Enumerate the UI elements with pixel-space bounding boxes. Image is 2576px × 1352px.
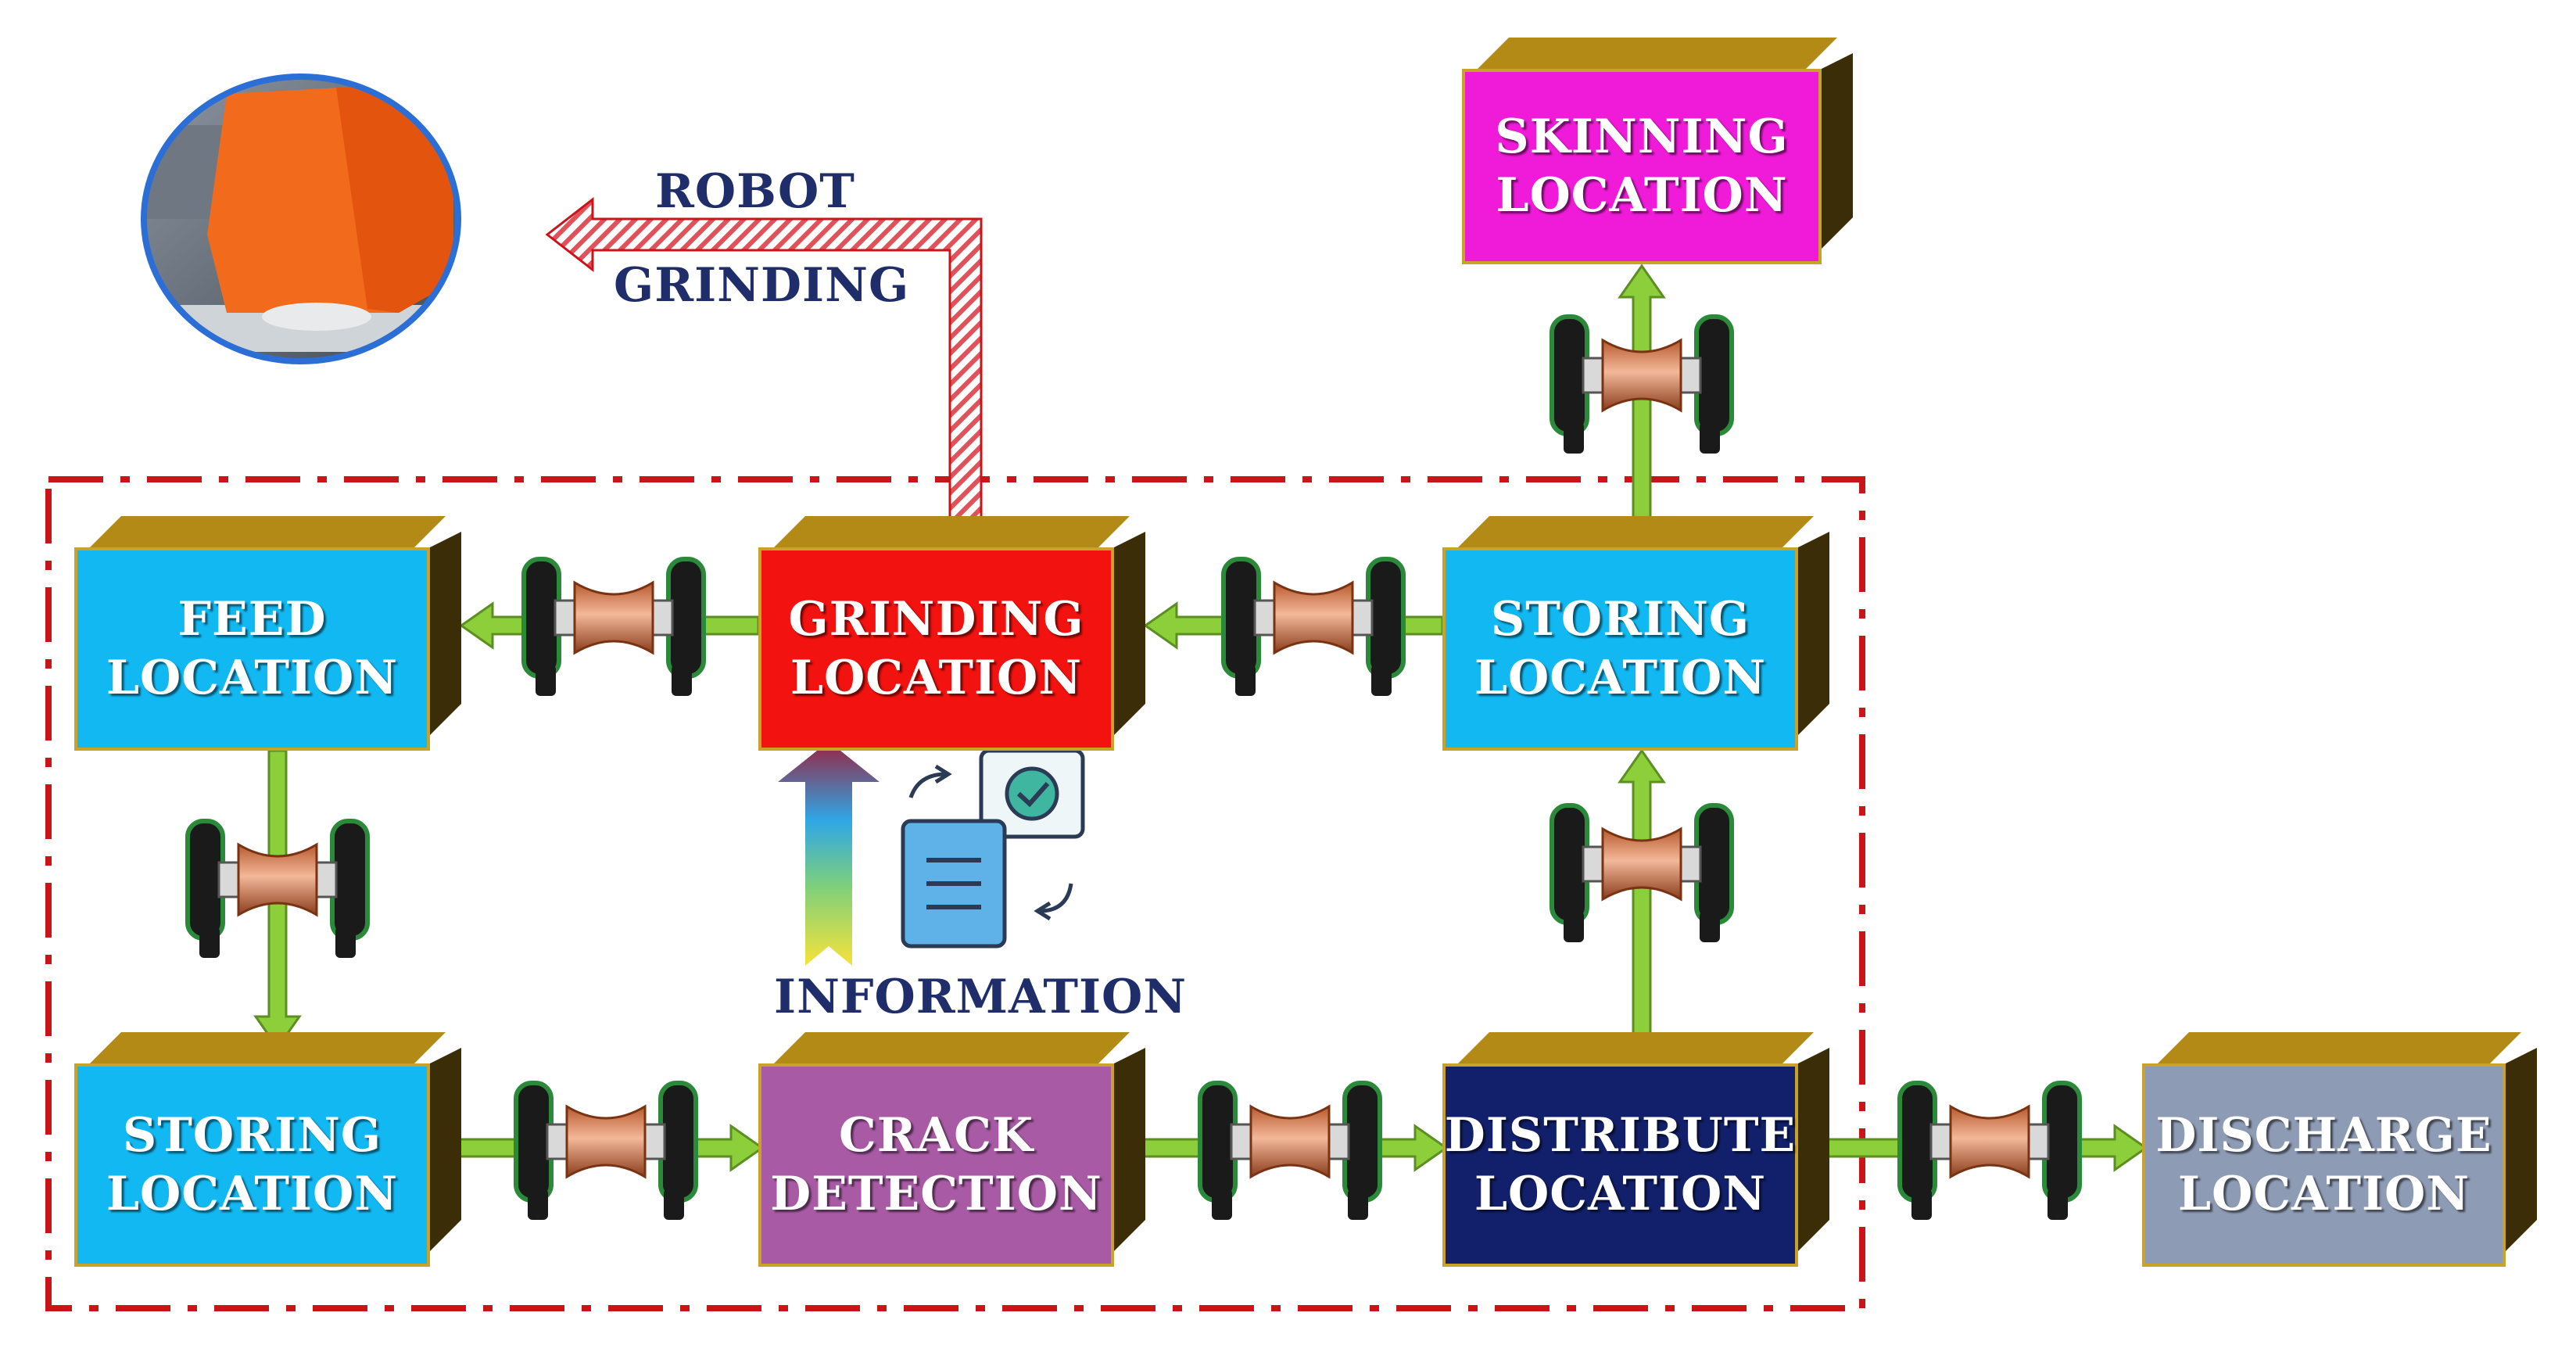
discharge-line1: DISCHARGE [2155, 1108, 2492, 1163]
skinning-line1: SKINNING [1495, 109, 1789, 164]
roller-conveyors [185, 314, 2082, 1220]
roller-conveyor-icon [1198, 1081, 1382, 1220]
grinding-line1: GRINDING [788, 592, 1084, 647]
storing-location-bottom-box: STORING LOCATION [74, 1032, 461, 1267]
grinding-line2: LOCATION [790, 651, 1083, 705]
roller-conveyor-icon [185, 819, 370, 958]
roller-conveyor-icon [1221, 557, 1406, 696]
storing-location-top-box: STORING LOCATION [1442, 516, 1829, 751]
robot-grinding-arrow [545, 196, 983, 533]
skinning-line2: LOCATION [1496, 168, 1788, 223]
feed-line2: LOCATION [106, 651, 399, 705]
roller-conveyor-icon [1550, 314, 1734, 454]
discharge-location-box: DISCHARGE LOCATION [2142, 1032, 2537, 1267]
distribute-location-box: DISTRIBUTE LOCATION [1442, 1032, 1829, 1267]
information-arrow [778, 741, 880, 966]
feed-line1: FEED [177, 592, 327, 647]
discharge-line2: LOCATION [2177, 1167, 2470, 1221]
storing-top-line2: LOCATION [1474, 651, 1767, 705]
arrow-distribute-to-storing [1618, 748, 1666, 1049]
roller-conveyor-icon [514, 1081, 698, 1220]
storing-top-line1: STORING [1490, 592, 1750, 647]
distribute-line2: LOCATION [1474, 1167, 1767, 1221]
roller-conveyor-icon [521, 557, 706, 696]
information-label: INFORMATION [774, 970, 1188, 1024]
grinding-label: GRINDING [614, 258, 910, 313]
distribute-line1: DISTRIBUTE [1444, 1108, 1797, 1163]
storing-bottom-line1: STORING [122, 1108, 382, 1163]
roller-conveyor-icon [1897, 1081, 2082, 1220]
roller-conveyor-icon [1550, 803, 1734, 942]
skinning-location-box: SKINNING LOCATION [1462, 38, 1853, 264]
robot-label: ROBOT [655, 164, 855, 219]
crack-line1: CRACK [838, 1108, 1034, 1163]
feed-location-box: FEED LOCATION [74, 516, 461, 751]
grinding-location-box: GRINDING LOCATION [758, 516, 1145, 751]
document-sync-icon [901, 748, 1085, 949]
storing-bottom-line2: LOCATION [106, 1167, 399, 1221]
crack-detection-box: CRACK DETECTION [758, 1032, 1145, 1267]
crack-line2: DETECTION [770, 1167, 1102, 1221]
robot-grinding-photo [141, 74, 461, 364]
